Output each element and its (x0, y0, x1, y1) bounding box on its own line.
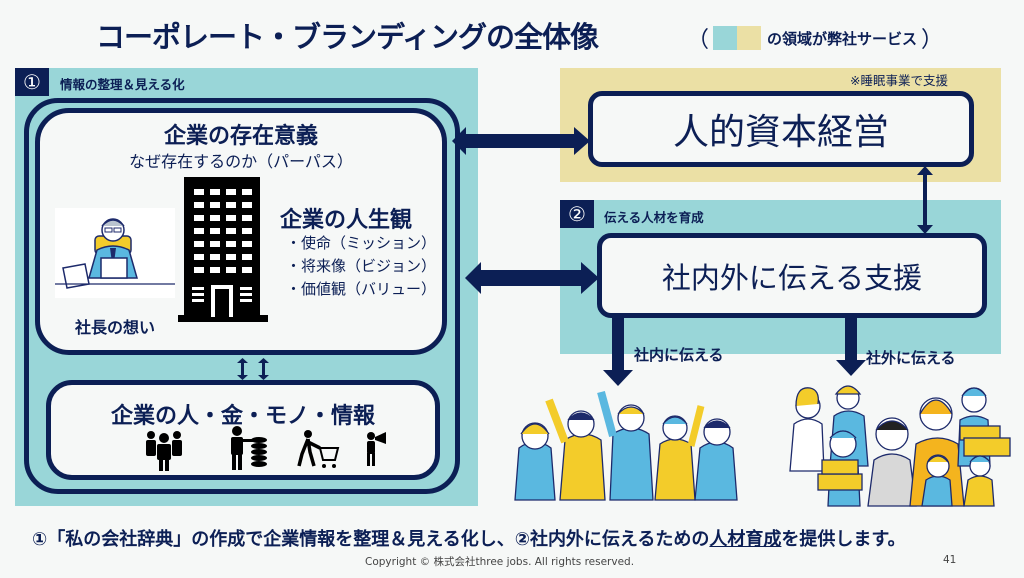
internal-external-communication-support-box: 社内外に伝える支援 (597, 233, 987, 318)
office-building-icon (178, 177, 268, 322)
building-window (226, 254, 236, 260)
building-window (210, 228, 220, 234)
building-window (210, 267, 220, 273)
people-group-icon (146, 431, 182, 471)
building-window (226, 267, 236, 273)
section1-label: 情報の整理＆見える化 (60, 77, 185, 92)
building-window (210, 254, 220, 260)
building-window (242, 202, 252, 208)
value-item-vision: ・将来像（ビジョン） (286, 257, 437, 275)
purpose-subheading: なぜ存在するのか（パーパス） (129, 152, 353, 171)
person-with-megaphone-icon (367, 432, 386, 466)
building-window (210, 215, 220, 221)
summary-statement: ①「私の会社辞典」の作成で企業情報を整理＆見える化し、②社内外に伝えるための人材… (32, 525, 906, 551)
small-double-arrows (237, 358, 269, 380)
building-window (194, 254, 204, 260)
legend-swatch-teal (713, 26, 738, 50)
cheering-office-workers-illustration (514, 390, 738, 501)
internal-communication-arrow (603, 318, 633, 386)
building-window (242, 241, 252, 247)
building-window (242, 228, 252, 234)
building-window (242, 215, 252, 221)
building-window (226, 215, 236, 221)
page-number: 41 (943, 554, 957, 566)
service-area-legend: （ の領域が弊社サービス ） (683, 22, 947, 54)
diverse-customers-illustration (789, 385, 1011, 507)
section1-outer-frame (24, 98, 460, 494)
building-window (242, 189, 252, 195)
purpose-heading: 企業の存在意義 (163, 124, 318, 149)
summary-part2: を提供します。 (781, 529, 906, 550)
summary-part1: ①「私の会社辞典」の作成で企業情報を整理＆見える化し、②社内外に伝えるための (32, 529, 710, 550)
building-window (194, 241, 204, 247)
ceo-thoughts-label: 社長の想い (75, 318, 156, 337)
building-window (226, 202, 236, 208)
human-capital-to-support-arrow (917, 166, 933, 234)
purpose-to-human-capital-arrow (452, 127, 590, 155)
section2-number-badge: ② (560, 200, 594, 228)
building-window (194, 202, 204, 208)
company-values-heading: 企業の人生観 (280, 208, 413, 233)
building-window (210, 241, 220, 247)
building-window (194, 215, 204, 221)
internal-communication-label: 社内に伝える (634, 346, 724, 364)
value-item-mission: ・使命（ミッション） (286, 234, 437, 252)
building-window (226, 241, 236, 247)
ceo-at-desk-illustration (55, 208, 175, 298)
copyright-notice: Copyright © 株式会社three jobs. All rights r… (365, 556, 635, 568)
human-capital-management-box: 人的資本経営 (588, 91, 974, 167)
external-communication-arrow (836, 318, 866, 376)
building-window (194, 267, 204, 273)
page-title: コーポレート・ブランディングの全体像 (96, 20, 599, 54)
person-with-coins-icon (231, 426, 267, 470)
summary-emphasis: 人材育成 (709, 529, 782, 550)
person-with-cart-icon (297, 430, 340, 468)
legend-open-paren: （ (687, 28, 710, 53)
section1-number-badge: ① (15, 68, 49, 96)
building-window (210, 189, 220, 195)
legend-close-paren: ） (921, 28, 944, 53)
legend-label: の領域が弊社サービス (767, 29, 918, 48)
building-window (194, 228, 204, 234)
building-window (226, 189, 236, 195)
building-window (242, 254, 252, 260)
external-communication-label: 社外に伝える (866, 349, 956, 367)
sleep-business-note: ※睡眠事業で支援 (850, 73, 948, 88)
building-window (210, 202, 220, 208)
purpose-to-support-arrow (465, 262, 599, 294)
resources-heading: 企業の人・金・モノ・情報 (110, 404, 375, 429)
legend-swatch-beige (737, 26, 762, 50)
section2-label: 伝える人材を育成 (604, 210, 704, 225)
building-window (194, 189, 204, 195)
building-window (226, 228, 236, 234)
building-window (242, 267, 252, 273)
value-item-values: ・価値観（バリュー） (286, 280, 437, 298)
